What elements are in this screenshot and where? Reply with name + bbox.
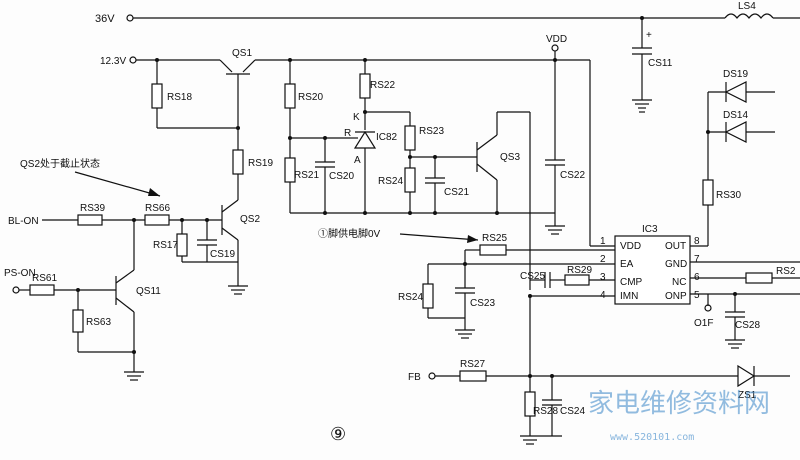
fb-line [428,296,790,445]
label-k: K [353,112,360,123]
label-qs1: QS1 [232,48,252,59]
resistor-rs19 [232,128,244,200]
label-cs23: CS23 [470,298,495,309]
label-rs29: RS29 [567,265,592,276]
capacitor-cs22 [545,159,565,213]
label-rs61: RS61 [32,273,57,284]
shunt-regulator-ic82 [350,60,410,213]
figure-number: ⑨ [330,424,346,445]
watermark-url: www.520101.com [610,432,694,443]
ic3-pin6-name: NC [672,277,686,288]
ic3-pin5-num: 5 [694,290,700,301]
label-ls4: LS4 [738,1,756,12]
cmp-network [528,272,615,298]
ic3-pin8-name: OUT [665,241,686,252]
annotation-qs2-state: QS2处于截止状态 [20,157,100,170]
label-rs39: RS39 [80,203,105,214]
label-rs63: RS63 [86,317,111,328]
label-zs1: ZS1 [738,390,757,401]
label-rs17: RS17 [153,240,178,251]
ic3-pin1-num: 1 [600,236,606,247]
label-12v: 12.3V [100,56,126,67]
ic3-pin2-num: 2 [600,254,606,265]
label-rs66: RS66 [145,203,170,214]
label-ps-on: PS-ON [4,268,36,279]
label-ds19: DS19 [723,69,748,80]
label-cs20: CS20 [329,171,354,182]
resistor-rs18 [151,60,240,130]
label-rs20: RS20 [298,92,323,103]
transistor-qs11 [115,269,144,381]
ps-on-input [12,284,136,354]
label-ic3: IC3 [642,224,658,235]
label-rs23: RS23 [419,126,444,137]
transistor-qs1 [219,59,256,128]
label-rs27: RS27 [460,359,485,370]
label-cs19: CS19 [210,249,235,260]
bl-on-input [42,214,238,270]
label-r: R [344,128,351,139]
annotation-pin1: ①脚供电脚0V [318,227,381,240]
ic3-right-network [690,81,800,349]
divider-rs20-rs21 [284,60,350,213]
label-qs11: QS11 [136,286,161,297]
label-vdd: VDD [546,34,567,45]
ic3-pin2-name: EA [620,259,634,270]
label-rs22: RS22 [370,80,395,91]
label-rs28: RS28 [533,406,558,417]
rail-vdd [551,44,615,247]
ea-network [422,244,615,339]
capacitor-cs11 [632,18,652,113]
ic3-pin1-name: VDD [620,241,641,252]
ic3-chip [614,235,691,305]
label-fb: FB [408,372,421,383]
ic3-pin7-num: 7 [694,254,700,265]
label-cs24: CS24 [560,406,585,417]
transistor-qs2 [221,199,248,295]
rail-36v [126,13,800,22]
label-ds14: DS14 [723,110,748,121]
watermark-logo: 家电维修资料网 [588,389,770,419]
label-cs25: CS25 [520,271,545,282]
label-cs21: CS21 [444,187,469,198]
label-rs21: RS21 [294,170,319,181]
ic3-pin3-num: 3 [600,272,606,283]
label-rs24b: RS24 [398,292,423,303]
label-rs19: RS19 [248,158,273,169]
rail-12v [129,56,590,64]
ic3-pin5-name: ONP [665,291,687,302]
label-36v: 36V [95,13,115,25]
label-bl-on: BL-ON [8,216,39,227]
label-cs28: CS28 [735,320,760,331]
label-cs22: CS22 [560,170,585,181]
label-rs2: RS2 [776,266,796,277]
ic3-pin3-name: CMP [620,277,643,288]
ground-bus-upper [290,211,565,235]
label-o1f: O1F [694,318,713,329]
annotation-arrow-pin1 [399,233,479,243]
network-rs23-rs24 [404,112,477,213]
label-ic82: IC82 [376,132,398,143]
label-qs3: QS3 [500,152,520,163]
label-rs30: RS30 [716,190,741,201]
label-rs18: RS18 [167,92,192,103]
label-a: A [354,155,361,166]
annotation-arrow-qs2 [74,171,161,197]
svg-text:+: + [646,30,652,41]
label-rs24a: RS24 [378,176,403,187]
transistor-qs3 [476,111,531,290]
label-cs11: CS11 [648,58,673,69]
label-rs25: RS25 [482,233,507,244]
ic3-pin7-name: GND [665,259,687,270]
ic3-pin8-num: 8 [694,236,700,247]
ic3-pin4-name: IMN [620,291,638,302]
label-qs2: QS2 [240,214,260,225]
